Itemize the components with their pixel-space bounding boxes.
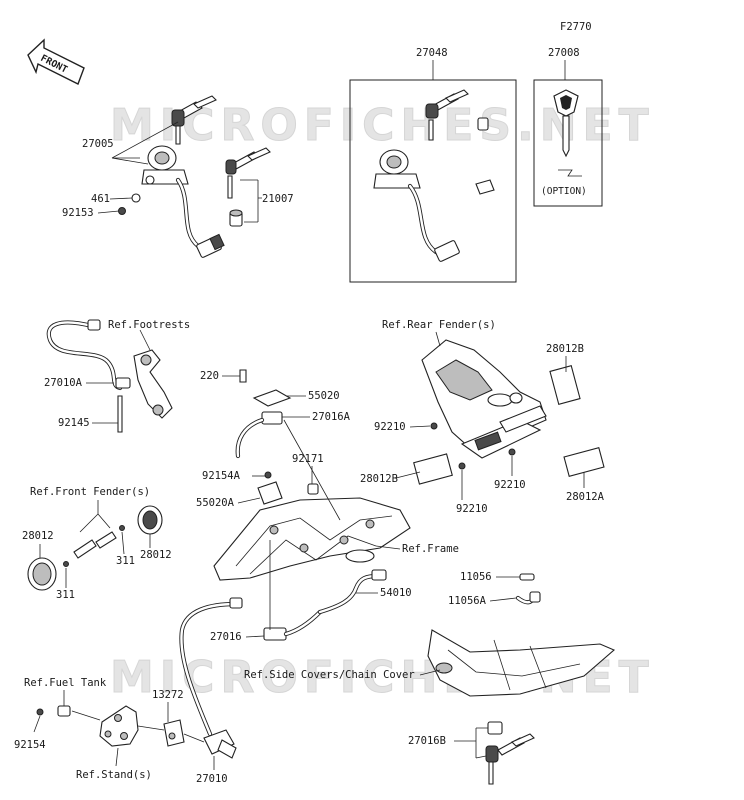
harness-27016 [179,597,323,737]
screw-92210-b [458,462,466,470]
label-27016B: 27016B [408,735,446,747]
relay-27016A [235,411,283,459]
bracket-55020 [252,389,292,407]
rear-fender-assembly [421,339,547,459]
label-21007: 21007 [262,193,294,205]
side-cover [427,629,616,697]
label-ref-side-covers: Ref.Side Covers/Chain Cover [244,669,415,681]
reflector-bolt-right [95,531,117,549]
reflector-28012-right [137,505,163,535]
switch-27010 [203,729,237,759]
label-ref-stand: Ref.Stand(s) [76,769,152,781]
bolt-92154A [264,471,272,479]
option-box-27008 [533,79,603,207]
label-27005: 27005 [82,138,114,150]
label-27016: 27016 [210,631,242,643]
switch-13272 [163,719,185,747]
label-ref-fuel-tank: Ref.Fuel Tank [24,677,107,689]
bolt-220 [239,369,247,383]
label-28012B-left: 28012B [360,473,398,485]
screw-92210-c [508,448,516,456]
label-ref-rear-fender: Ref.Rear Fender(s) [382,319,496,331]
label-92153: 92153 [62,207,94,219]
label-11056: 11056 [460,571,492,583]
screw-92210-a [430,422,438,430]
label-28012-left: 28012 [22,530,54,542]
reflector-bolt-left [73,539,97,559]
reflector-28012A [563,447,605,477]
label-92171: 92171 [292,453,324,465]
label-92154A: 92154A [202,470,241,482]
cable-54010 [317,569,387,615]
label-92210-b: 92210 [494,479,526,491]
stand-bracket [99,705,139,747]
label-ref-front-fender: Ref.Front Fender(s) [30,486,150,498]
reflector-28012B-top [549,365,581,405]
ignition-switch-set-27048 [373,89,495,262]
label-13272: 13272 [152,689,184,701]
frame-assembly [213,497,411,581]
collar-fuel-tank [57,705,71,717]
label-311-b: 311 [56,589,75,601]
label-28012-right: 28012 [140,549,172,561]
label-55020: 55020 [308,390,340,402]
label-461: 461 [91,193,110,205]
label-311-a: 311 [116,555,135,567]
label-ref-footrests: Ref.Footrests [108,319,190,331]
cable-11056 [496,573,535,581]
label-54010: 54010 [380,587,412,599]
washer-461 [131,193,141,203]
ignition-switch-assembly [141,95,225,258]
option-box-27048 [349,79,517,283]
label-27008: 27008 [548,47,580,59]
option-label: (OPTION) [541,186,587,197]
label-92154: 92154 [14,739,46,751]
bracket-55020A [257,481,283,505]
bolt-92154 [36,708,44,716]
label-92145: 92145 [58,417,90,429]
bolt-92153 [118,207,126,215]
figure-code: F2770 [560,21,592,33]
reflector-28012B-left [413,453,453,485]
label-28012A: 28012A [566,491,605,503]
label-27048: 27048 [416,47,448,59]
nut-311-left [63,561,69,567]
label-27010: 27010 [196,773,228,785]
sidestand-switch-27010A [46,319,173,433]
label-28012B-top: 28012B [546,343,584,355]
label-220: 220 [200,370,219,382]
key-set-21007 [225,147,271,227]
switch-set-27016B [485,721,535,785]
front-direction-arrow: FRONT [27,38,85,85]
label-92210-a: 92210 [374,421,406,433]
label-27010A: 27010A [44,377,83,389]
nut-311-right [119,525,125,531]
label-55020A: 55020A [196,497,235,509]
label-27016A: 27016A [312,411,351,423]
label-92210-c: 92210 [456,503,488,515]
key-27008 [553,89,582,177]
reflector-28012-left [27,557,57,591]
label-ref-frame: Ref.Frame [402,543,459,555]
clamp-92171 [307,483,319,495]
cable-11056A [515,591,541,605]
label-11056A: 11056A [448,595,487,607]
